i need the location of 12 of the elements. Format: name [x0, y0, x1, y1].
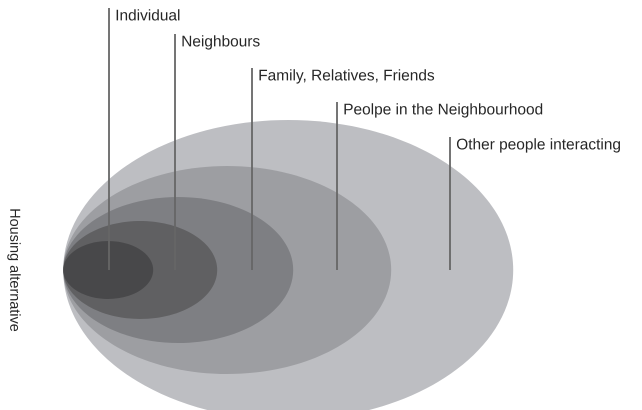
group-label: Peolpe in the Neighbourhood — [344, 103, 542, 118]
leader-line — [449, 137, 451, 270]
group-label: Family, Relatives, Friends — [259, 69, 434, 84]
leader-line — [108, 8, 110, 270]
axis-label: Housing alternative — [7, 209, 21, 332]
leader-line — [336, 102, 338, 270]
leader-line — [174, 34, 176, 270]
group-label: Individual — [116, 9, 180, 21]
ellipse-area — [63, 241, 154, 299]
group-label: Neighbours — [182, 35, 260, 50]
leader-line — [251, 68, 253, 270]
group-label: Other people interacting — [456, 138, 620, 153]
